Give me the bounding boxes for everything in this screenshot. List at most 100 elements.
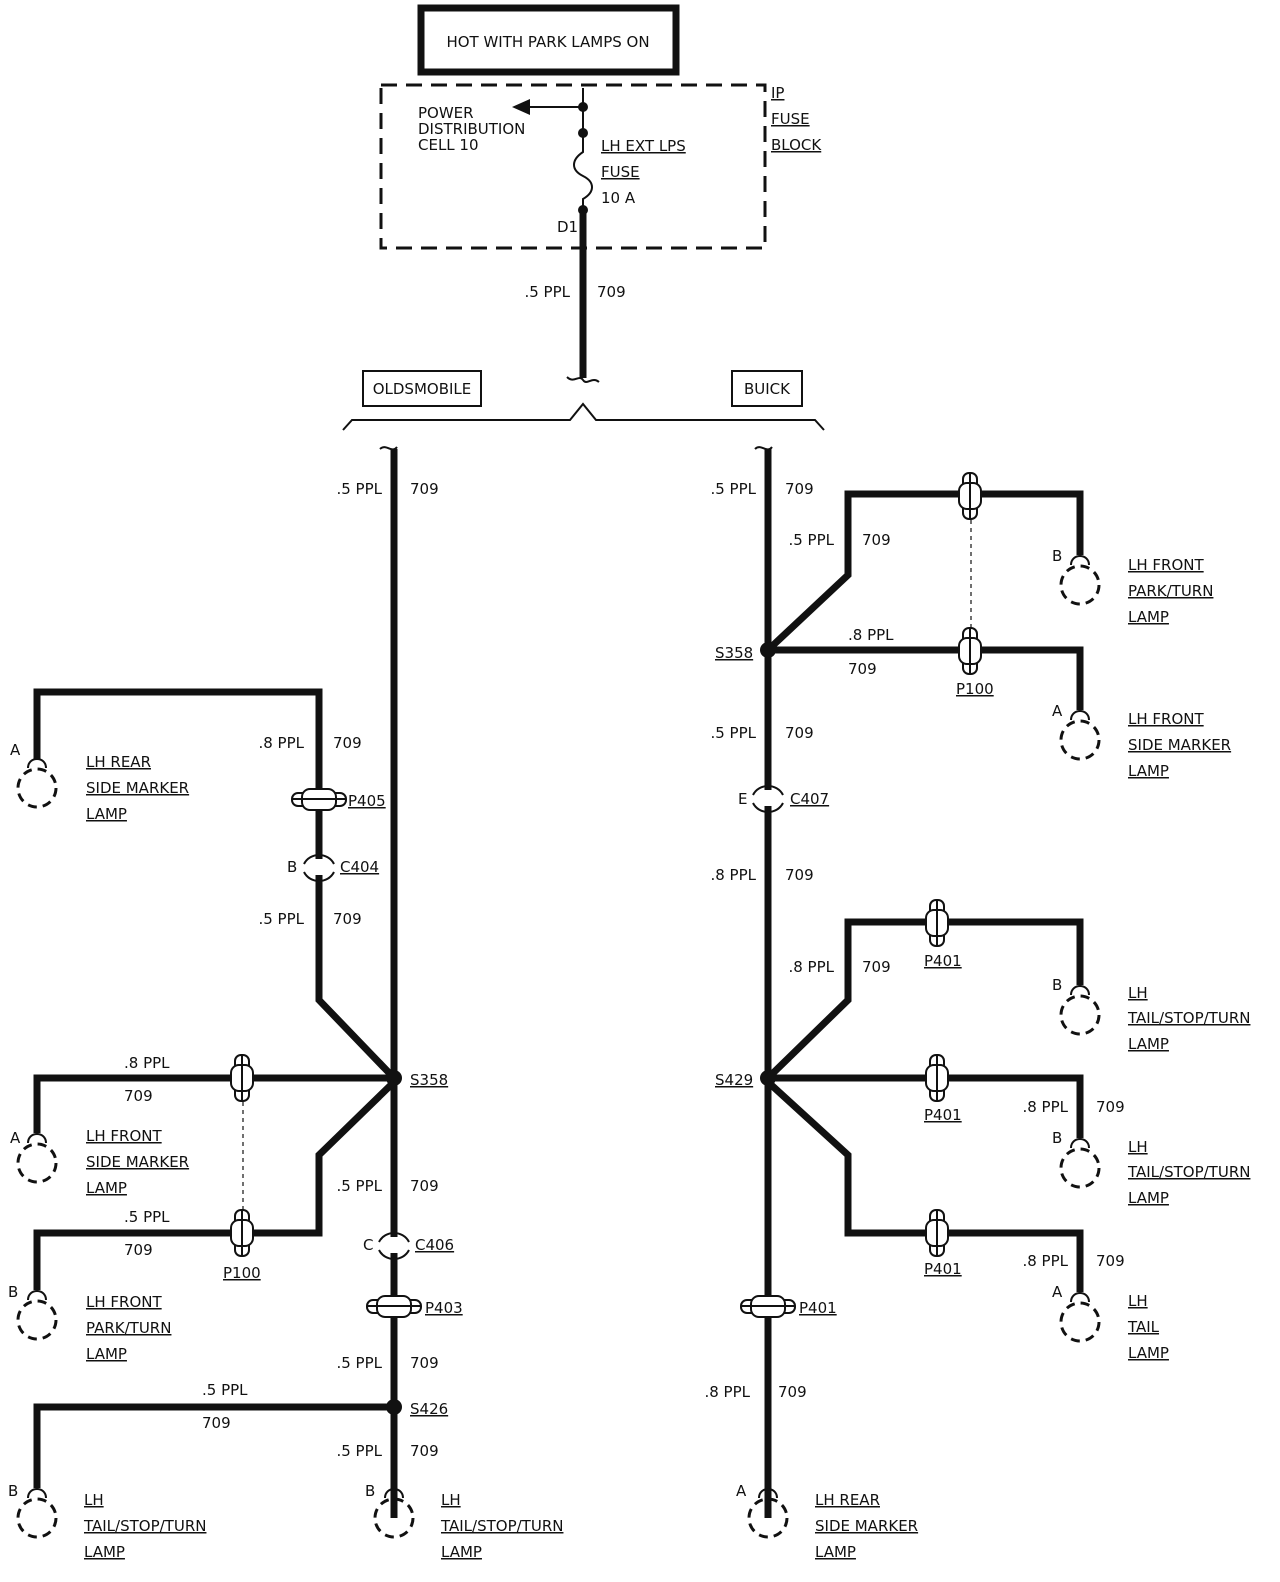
buick-s358-label: S358 — [715, 644, 753, 662]
olds-c404-connector — [303, 854, 335, 882]
olds-tail-l-gauge: .5 PPL — [202, 1381, 248, 1399]
buick-front-park-turn-lamp-icon — [1059, 555, 1101, 606]
olds-trunk-circuit: 709 — [410, 480, 439, 498]
olds-c404-pin: B — [287, 858, 297, 876]
buick-trunk-circuit: 709 — [785, 480, 814, 498]
olds-fsm-circuit: 709 — [124, 1087, 153, 1105]
buick-p100-label: P100 — [956, 680, 994, 698]
buick-tst2-gauge: .8 PPL — [1022, 1098, 1068, 1116]
power-dist-line-3: CELL 10 — [418, 136, 479, 154]
buick-front-side-marker-lamp-icon — [1059, 710, 1101, 761]
olds-s358-label: S358 — [410, 1071, 448, 1089]
buick-p401-label-4: P401 — [799, 1299, 837, 1317]
branch-brace: OLDSMOBILE BUICK — [342, 370, 825, 431]
power-dist-line-1: POWER — [418, 104, 474, 122]
olds-tail-l-circuit: 709 — [202, 1414, 231, 1432]
olds-rear-side-marker-lamp-icon — [16, 758, 58, 809]
buick-fpt-gauge: .5 PPL — [788, 531, 834, 549]
buick-tst1-pin: B — [1052, 976, 1062, 994]
fuse-label-2: FUSE — [601, 163, 640, 181]
buick-p401-connector-3 — [925, 1209, 949, 1257]
olds-front-side-marker-lamp-icon — [16, 1133, 58, 1184]
olds-p405-label: P405 — [348, 792, 386, 810]
olds-fsm-gauge: .8 PPL — [124, 1054, 170, 1072]
olds-rsm-line1: LH REAR — [86, 753, 151, 771]
header-title: HOT WITH PARK LAMPS ON — [446, 33, 649, 51]
fuse-symbol-icon — [573, 136, 593, 210]
olds-down-circuit: 709 — [410, 1177, 439, 1195]
olds-fpt-line3: LAMP — [86, 1345, 127, 1363]
buick-circuit: .5 PPL 709 .5 PPL 709 S358 .8 PPL 709 P1… — [704, 446, 1250, 1561]
olds-c404-gauge: .5 PPL — [258, 910, 304, 928]
buick-tst2-line2: TAIL/STOP/TURN — [1127, 1163, 1250, 1181]
buick-tst1-line2: TAIL/STOP/TURN — [1127, 1009, 1250, 1027]
buick-tail-line1: LH — [1128, 1292, 1148, 1310]
buick-fsm-line1: LH FRONT — [1128, 710, 1204, 728]
branch-oldsmobile: OLDSMOBILE — [373, 380, 472, 398]
olds-fsm-pin: A — [10, 1129, 21, 1147]
olds-c406-pin: C — [363, 1236, 373, 1254]
buick-fpt-line3: LAMP — [1128, 608, 1169, 626]
olds-p405-connector — [291, 788, 347, 811]
buick-rsm-circuit: 709 — [778, 1383, 807, 1401]
olds-tail-l-line1: LH — [84, 1491, 104, 1509]
buick-rsm-line3: LAMP — [815, 1543, 856, 1561]
buick-tst-1-lamp-icon — [1059, 985, 1101, 1036]
olds-tail-r-line1: LH — [441, 1491, 461, 1509]
buick-p100-connector-lower — [958, 627, 982, 675]
olds-tail-l-line3: LAMP — [84, 1543, 125, 1561]
buick-tst1-gauge: .8 PPL — [788, 958, 834, 976]
buick-tst2-pin: B — [1052, 1129, 1062, 1147]
buick-p401-connector-4 — [740, 1295, 796, 1318]
buick-p401-connector-1 — [925, 899, 949, 947]
oldsmobile-circuit: .5 PPL 709 .8 PPL 709 P405 B C404 .5 PPL… — [8, 446, 563, 1561]
buick-p401-label-3: P401 — [924, 1260, 962, 1278]
buick-tail-lamp-icon — [1059, 1292, 1101, 1343]
fuse-block: IP FUSE BLOCK POWER DISTRIBUTION CELL 10… — [379, 83, 822, 250]
power-dist-line-2: DISTRIBUTION — [418, 120, 525, 138]
buick-fsm-line2: SIDE MARKER — [1128, 736, 1231, 754]
olds-trunk-gauge: .5 PPL — [336, 480, 382, 498]
buick-low-gauge: .8 PPL — [710, 866, 756, 884]
buick-fsm-pin: A — [1052, 702, 1063, 720]
header-box: HOT WITH PARK LAMPS ON — [417, 4, 680, 76]
fuse-block-name-3: BLOCK — [771, 136, 822, 154]
buick-fpt-line1: LH FRONT — [1128, 556, 1204, 574]
buick-fsm-line3: LAMP — [1128, 762, 1169, 780]
buick-c407-pin: E — [738, 790, 747, 808]
olds-c406-label: C406 — [415, 1236, 454, 1254]
buick-tst1-line3: LAMP — [1128, 1035, 1169, 1053]
olds-down-gauge: .5 PPL — [336, 1177, 382, 1195]
buick-rear-side-marker-lamp-icon — [747, 1488, 789, 1539]
buick-tst1-line1: LH — [1128, 984, 1148, 1002]
olds-tail-l-pin: B — [8, 1482, 18, 1500]
olds-rsm-gauge: .8 PPL — [258, 734, 304, 752]
olds-p100-connector-upper — [230, 1054, 254, 1102]
olds-p403-gauge: .5 PPL — [336, 1354, 382, 1372]
olds-fpt-line1: LH FRONT — [86, 1293, 162, 1311]
feed-circuit: 709 — [597, 283, 626, 301]
olds-fsm-line3: LAMP — [86, 1179, 127, 1197]
olds-tail-r-pin: B — [365, 1482, 375, 1500]
fuse-label-3: 10 A — [601, 189, 636, 207]
olds-rsm-circuit: 709 — [333, 734, 362, 752]
olds-rsm-line2: SIDE MARKER — [86, 779, 189, 797]
olds-s426-label: S426 — [410, 1400, 448, 1418]
buick-tst-2-lamp-icon — [1059, 1138, 1101, 1189]
buick-tst2-line1: LH — [1128, 1138, 1148, 1156]
buick-trunk-gauge: .5 PPL — [710, 480, 756, 498]
olds-p403-label: P403 — [425, 1299, 463, 1317]
olds-c404-circuit: 709 — [333, 910, 362, 928]
olds-tail-right-lamp-icon — [373, 1488, 415, 1539]
buick-c407-gauge: .5 PPL — [710, 724, 756, 742]
buick-p100-connector-upper — [958, 472, 982, 520]
buick-tail-pin: A — [1052, 1283, 1063, 1301]
olds-rsm-line3: LAMP — [86, 805, 127, 823]
buick-fsm-circuit: 709 — [848, 660, 877, 678]
buick-fpt-circuit: 709 — [862, 531, 891, 549]
buick-tst2-line3: LAMP — [1128, 1189, 1169, 1207]
olds-fpt-gauge: .5 PPL — [124, 1208, 170, 1226]
buick-tail-line2: TAIL — [1127, 1318, 1160, 1336]
buick-tail-line3: LAMP — [1128, 1344, 1169, 1362]
olds-p100-label: P100 — [223, 1264, 261, 1282]
